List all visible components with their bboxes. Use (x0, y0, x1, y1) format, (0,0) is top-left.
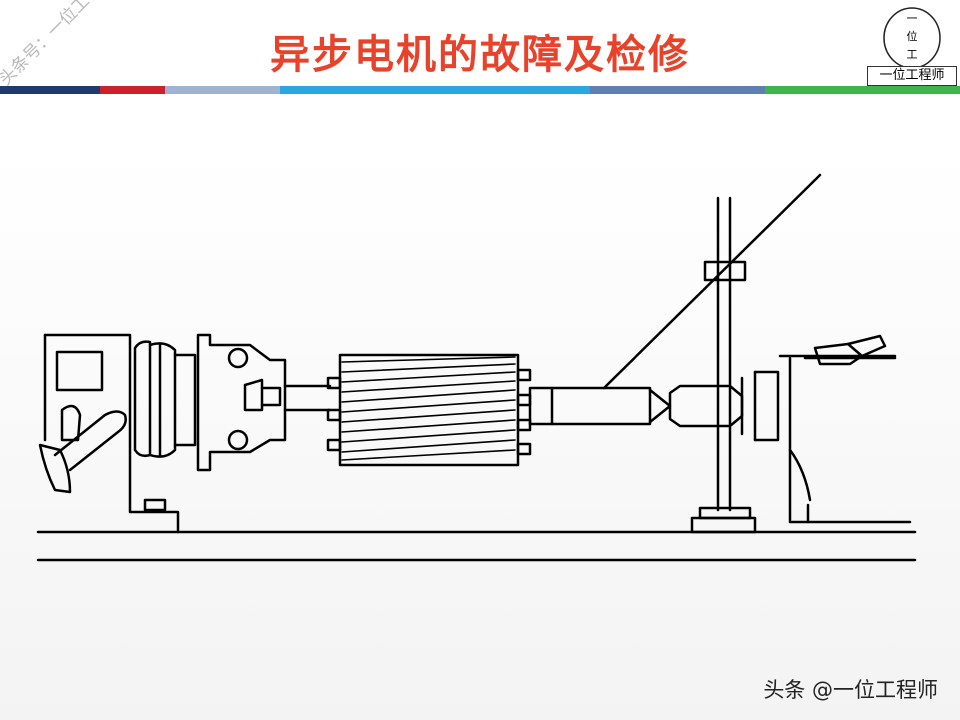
tailstock-centre (668, 370, 780, 442)
band-segment (165, 86, 280, 94)
band-segment (280, 86, 590, 94)
color-band (0, 86, 960, 94)
chuck (196, 333, 332, 472)
seal-char: 位 (907, 29, 918, 43)
band-segment (590, 86, 765, 94)
indicator-stand (602, 173, 822, 534)
rotor-core (326, 353, 532, 467)
band-segment (100, 86, 165, 94)
tailstock (778, 334, 912, 524)
seal-char: 工 (907, 48, 918, 61)
headstock (38, 333, 197, 534)
band-segment (0, 86, 100, 94)
logo-caption: 一位工程师 (867, 66, 957, 86)
rotor-shaft (528, 386, 672, 426)
slide-title: 异步电机的故障及检修 (270, 32, 690, 78)
seal-char: 一 (907, 12, 918, 25)
band-segment (765, 86, 960, 94)
footer-credit: 头条 @一位工程师 (763, 678, 938, 702)
logo-seal: 一 位 工 (883, 7, 941, 69)
